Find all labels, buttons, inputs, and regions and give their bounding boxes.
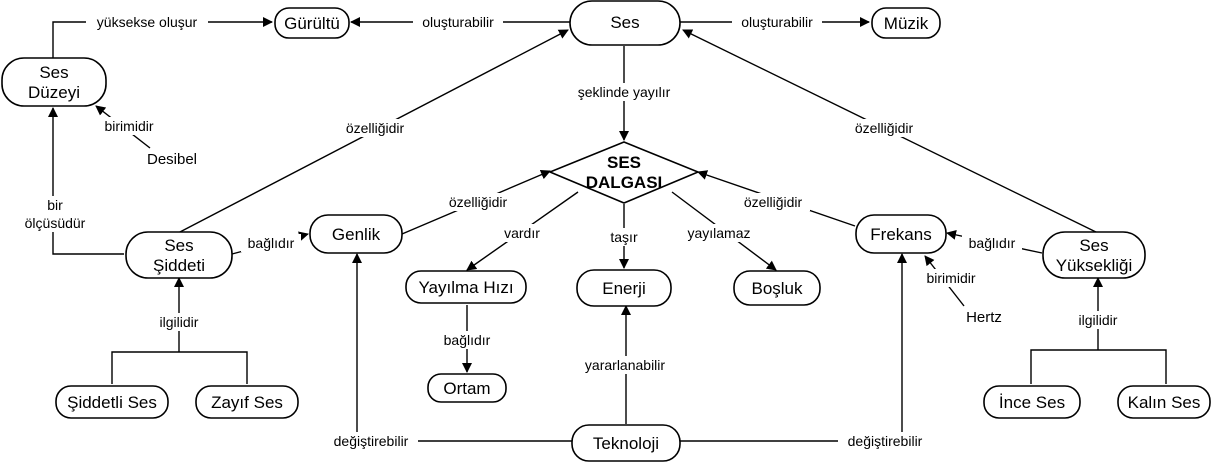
- node-gurultu-label: Gürültü: [284, 14, 340, 33]
- label-ozelligidir-frekans: özelliğidir: [744, 194, 803, 210]
- node-frekans-label: Frekans: [870, 225, 931, 244]
- node-kalin-ses[interactable]: Kalın Ses: [1117, 385, 1211, 419]
- label-baglidir-yukseklik: bağlıdır: [969, 235, 1016, 251]
- node-kalin-ses-label: Kalın Ses: [1128, 393, 1201, 412]
- label-yuksekse-olusur: yüksekse oluşur: [97, 14, 198, 30]
- label-birimidir-desibel: birimidir: [105, 118, 154, 134]
- node-enerji[interactable]: Enerji: [576, 269, 672, 307]
- node-ses-dalgasi-line2: DALGASI: [586, 173, 663, 192]
- node-desibel[interactable]: Desibel: [147, 151, 197, 168]
- node-ortam[interactable]: Ortam: [427, 373, 507, 403]
- node-ses-yuksekligi-line2: Yüksekliği: [1056, 256, 1133, 275]
- node-ses-duzeyi-line2: Düzeyi: [28, 83, 80, 102]
- label-ilgilidir-right: ilgilidir: [1079, 312, 1118, 328]
- node-gurultu[interactable]: Gürültü: [274, 7, 350, 39]
- node-muzik-label: Müzik: [884, 14, 929, 33]
- node-enerji-label: Enerji: [602, 279, 645, 298]
- node-ses-duzeyi-line1: Ses: [39, 63, 68, 82]
- edge-fork-left: [111, 351, 248, 384]
- node-ses-siddeti-line2: Şiddeti: [153, 256, 205, 275]
- node-siddetli-ses[interactable]: Şiddetli Ses: [55, 385, 169, 419]
- node-ortam-label: Ortam: [443, 379, 490, 398]
- node-teknoloji-label: Teknoloji: [593, 434, 659, 453]
- label-ilgilidir-left: ilgilidir: [160, 314, 199, 330]
- label-tasir: taşır: [610, 229, 638, 245]
- node-ses-yuksekligi[interactable]: Ses Yüksekliği: [1042, 231, 1146, 279]
- label-seklinde-yayilir: şeklinde yayılır: [578, 84, 671, 100]
- label-baglidir-siddet: bağlıdır: [248, 235, 295, 251]
- node-muzik[interactable]: Müzik: [871, 7, 941, 39]
- label-yararlanabilir: yararlanabilir: [585, 357, 665, 373]
- node-ses-yuksekligi-line1: Ses: [1079, 236, 1108, 255]
- label-yayilamaz: yayılamaz: [687, 225, 750, 241]
- node-bosluk-label: Boşluk: [751, 279, 803, 298]
- node-frekans[interactable]: Frekans: [855, 214, 947, 254]
- edge-fork-right: [1030, 349, 1167, 384]
- label-degistirebilir-left: değiştirebilir: [334, 433, 409, 449]
- link-labels: yüksekse oluşur oluşturabilir oluşturabi…: [20, 13, 1125, 450]
- node-hertz[interactable]: Hertz: [966, 309, 1002, 326]
- label-birimidir-hertz: birimidir: [927, 270, 976, 286]
- node-ses-dalgasi-line1: SES: [607, 153, 641, 172]
- node-siddetli-ses-label: Şiddetli Ses: [67, 393, 157, 412]
- node-ince-ses[interactable]: İnce Ses: [983, 385, 1081, 419]
- label-degistirebilir-right: değiştirebilir: [848, 433, 923, 449]
- edge-siddet-duzey: [48, 107, 124, 255]
- label-olusturabilir-gurultu: oluşturabilir: [422, 14, 494, 30]
- node-ses-dalgasi[interactable]: SES DALGASI: [547, 141, 701, 204]
- node-ses-duzeyi[interactable]: Ses Düzeyi: [1, 57, 107, 107]
- node-teknoloji[interactable]: Teknoloji: [571, 424, 681, 462]
- label-bir: bir: [47, 197, 63, 213]
- label-baglidir-ortam: bağlıdır: [444, 332, 491, 348]
- node-ses[interactable]: Ses: [569, 0, 681, 46]
- node-genlik[interactable]: Genlik: [309, 214, 403, 254]
- node-ince-ses-label: İnce Ses: [999, 393, 1065, 412]
- node-zayif-ses-label: Zayıf Ses: [211, 393, 283, 412]
- label-vardir: vardır: [504, 225, 540, 241]
- node-ses-siddeti-line1: Ses: [164, 236, 193, 255]
- label-olusturabilir-muzik: oluşturabilir: [741, 14, 813, 30]
- node-genlik-label: Genlik: [332, 225, 381, 244]
- node-bosluk[interactable]: Boşluk: [733, 270, 821, 306]
- label-ozelligidir-yukseklik: özelliğidir: [855, 120, 914, 136]
- label-ozelligidir-genlik: özelliğidir: [449, 194, 508, 210]
- node-ses-label: Ses: [610, 13, 639, 32]
- node-yayilma-hizi[interactable]: Yayılma Hızı: [405, 270, 527, 304]
- node-zayif-ses[interactable]: Zayıf Ses: [195, 385, 299, 419]
- label-ozelligidir-siddet: özelliğidir: [346, 120, 405, 136]
- label-olcusudur: ölçüsüdür: [25, 215, 86, 231]
- node-yayilma-hizi-label: Yayılma Hızı: [418, 278, 513, 297]
- node-ses-siddeti[interactable]: Ses Şiddeti: [125, 231, 233, 279]
